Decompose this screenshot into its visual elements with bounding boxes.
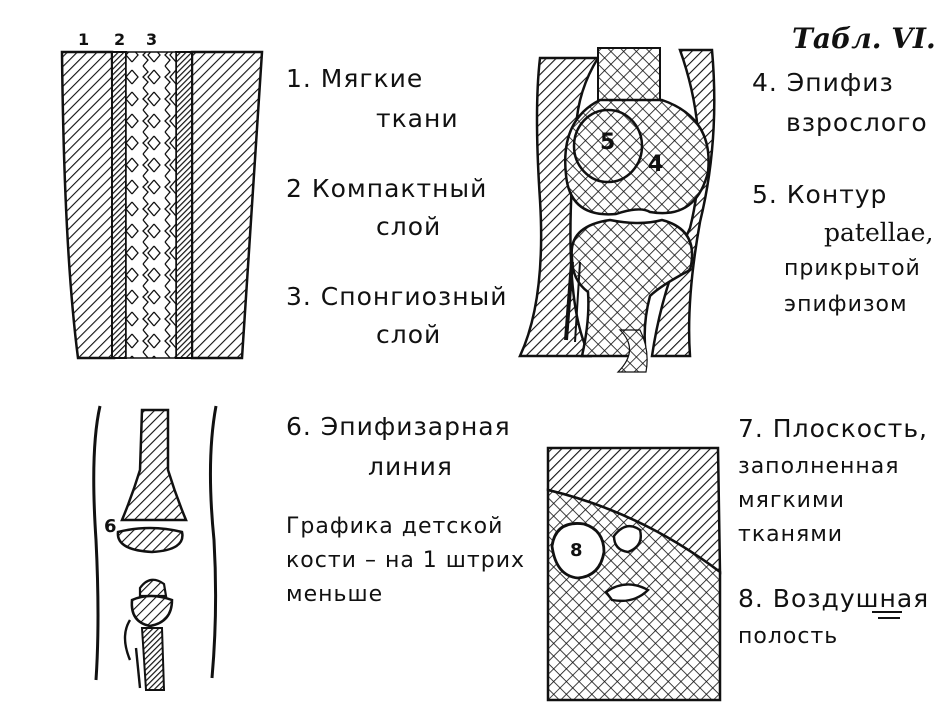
label-5-line-2: patellae, (824, 218, 933, 248)
label-6-line-2: линия (368, 452, 453, 482)
soft-tissue-cavity-figure (548, 448, 720, 700)
label-2-line-1: 2 Компактный (286, 174, 487, 204)
label-7-line-4: тканями (738, 520, 843, 550)
child-marker-6: 6 (104, 516, 117, 537)
label-3-line-2: слой (376, 320, 441, 350)
graphics-note-line-3: меньше (286, 580, 383, 610)
label-7-line-2: заполненная (738, 452, 900, 482)
child-bone-figure (94, 406, 216, 690)
label-1-line-2: ткани (376, 104, 459, 134)
layer-number-2: 2 (114, 30, 125, 49)
label-8-line-2: полость (738, 622, 838, 652)
label-1-line-1: 1. Мягкие (286, 64, 423, 94)
knee-marker-4: 4 (648, 152, 663, 177)
label-3-line-1: 3. Спонгиозный (286, 282, 508, 312)
label-5-line-4: эпифизом (784, 290, 908, 320)
label-5-line-3: прикрытой (784, 254, 921, 284)
layer-number-3: 3 (146, 30, 157, 49)
label-4-line-1: 4. Эпифиз (752, 68, 894, 98)
label-4-line-2: взрослого (786, 108, 928, 138)
layer-number-1: 1 (78, 30, 89, 49)
graphics-note-line-2: кости – на 1 штрих (286, 546, 525, 576)
label-5-line-1: 5. Контур (752, 180, 887, 210)
label-8-line-1: 8. Воздушная (738, 584, 929, 614)
graphics-note-line-1: Графика детской (286, 512, 503, 542)
knee-figure (520, 48, 714, 372)
table-title: Табл. VI. (792, 22, 936, 55)
label-7-line-1: 7. Плоскость, (738, 414, 928, 444)
label-2-line-2: слой (376, 212, 441, 242)
label-6-line-1: 6. Эпифизарная (286, 412, 511, 442)
cavity-marker-8: 8 (570, 540, 583, 561)
bone-layers-figure (62, 52, 262, 358)
label-7-line-3: мягкими (738, 486, 845, 516)
knee-marker-5: 5 (600, 130, 615, 155)
